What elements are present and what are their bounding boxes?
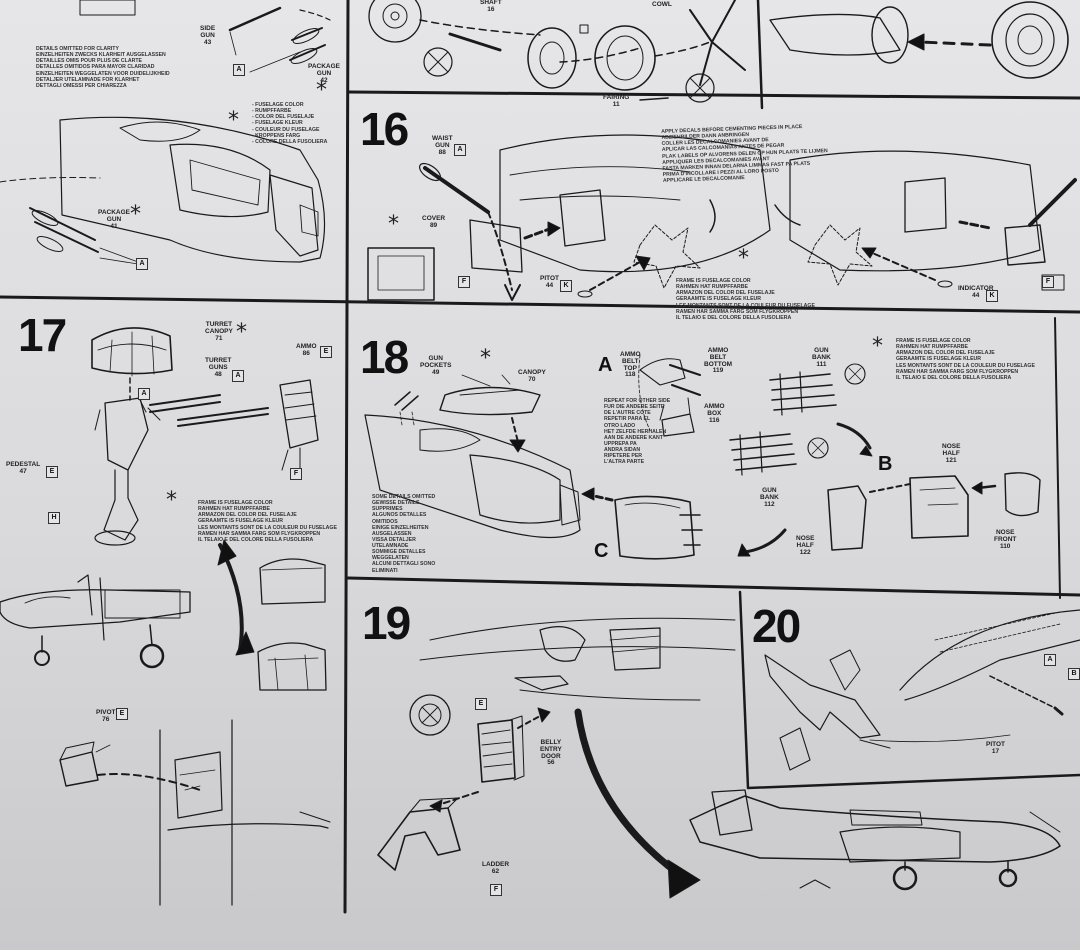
parts-tree-box-a: A (138, 388, 150, 400)
parts-tree-box-k: K (986, 290, 998, 302)
part-label-pitot-17: PITOT 17 (986, 741, 1006, 755)
note-fuselage-color: - FUSELAGE COLOR - RUMPFFARBE - COLOR DE… (252, 102, 328, 145)
part-label-turret-canopy: TURRET CANOPY 71 (205, 321, 233, 342)
note-frame-color-17: FRAME IS FUSELAGE COLOR RAHMEN HAT RUMPF… (198, 500, 337, 543)
parts-tree-box-a: A (233, 64, 245, 76)
step-number-19: 19 (362, 597, 411, 649)
parts-tree-box-a: A (454, 144, 466, 156)
parts-tree-box-f: F (458, 276, 470, 288)
parts-tree-box-f: F (290, 468, 302, 480)
step-number-20: 20 (752, 600, 801, 652)
part-label-pedestal: PEDESTAL 47 (6, 461, 41, 475)
part-label-ammo-box: AMMO BOX 116 (704, 403, 725, 424)
part-label-gun-bank-112: GUN BANK 112 (760, 487, 779, 508)
part-label-canopy-70: CANOPY 70 (518, 369, 546, 383)
part-label-fairing: FAIRING 11 (603, 94, 630, 108)
parts-tree-box-e: E (46, 466, 58, 478)
note-some-details-omitted: SOME DETAILS OMITTED GEWISSE DETAILS SUP… (372, 494, 436, 574)
part-label-ammo-belt-top: AMMO BELT TOP 118 (620, 351, 641, 379)
parts-tree-box-f: F (1042, 276, 1054, 288)
parts-tree-box-k: K (560, 280, 572, 292)
part-label-indicator: INDICATOR 44 (958, 285, 994, 299)
parts-tree-box-e: E (475, 698, 487, 710)
part-label-nose-front: NOSE FRONT 110 (994, 529, 1017, 550)
part-label-package-gun-42: PACKAGE GUN 42 (308, 63, 341, 84)
asterisk-package-gun-41: * (130, 202, 141, 227)
parts-tree-box-b: B (1068, 668, 1080, 680)
step-number-16: 16 (360, 103, 409, 155)
note-repeat-other-side: REPEAT FOR OTHER SIDE FUR DIE ANDERE SEI… (604, 398, 671, 466)
part-label-ammo-86: AMMO 86 (296, 343, 317, 357)
part-label-side-gun: SIDE GUN 43 (200, 25, 216, 46)
sub-assembly-b-marker: B (878, 453, 893, 475)
asterisk-step16: * (738, 246, 749, 271)
asterisk-step18: * (872, 334, 883, 359)
parts-tree-box-e: E (116, 708, 128, 720)
sub-assembly-a-marker: A (598, 354, 613, 376)
part-label-ammo-belt-bottom: AMMO BELT BOTTOM 119 (704, 347, 733, 375)
asterisk-fuselage-color: * (228, 108, 239, 133)
part-label-waist-gun: WAIST GUN 88 (432, 135, 453, 156)
asterisk-package-gun: * (316, 78, 327, 103)
note-frame-color-18: FRAME IS FUSELAGE COLOR RAHMEN HAT RUMPF… (896, 338, 1035, 381)
part-label-cover: COVER 89 (422, 215, 446, 229)
part-label-nose-half-121: NOSE HALF 121 (942, 443, 961, 464)
part-label-pitot-44: PITOT 44 (540, 275, 560, 289)
parts-tree-box-e: E (320, 346, 332, 358)
step-number-18: 18 (360, 331, 409, 383)
part-label-turret-guns: TURRET GUNS 48 (205, 357, 232, 378)
note-apply-decals: APPLY DECALS BEFORE CEMENTING PIECES IN … (661, 123, 828, 184)
note-frame-color-16: FRAME IS FUSELAGE COLOR RAHMEN HAT RUMPF… (676, 278, 815, 321)
part-label-belly-entry-door: BELLY ENTRY DOOR 56 (540, 739, 562, 767)
parts-tree-box-f: F (490, 884, 502, 896)
step-number-17: 17 (18, 309, 67, 361)
part-label-shaft: SHAFT 16 (480, 0, 502, 13)
asterisk-canopy: * (480, 346, 491, 371)
asterisk-turret-canopy: * (236, 320, 247, 345)
part-label-nose-half-122: NOSE HALF 122 (796, 535, 815, 556)
note-details-omitted: DETAILS OMITTED FOR CLARITY EINZELHEITEN… (36, 46, 170, 89)
part-label-cowl: COWL (652, 1, 672, 8)
parts-tree-box-a: A (136, 258, 148, 270)
part-label-ladder: LADDER 62 (482, 861, 510, 875)
asterisk-cover: * (388, 212, 399, 237)
part-label-gun-bank-111: GUN BANK 111 (812, 347, 831, 368)
sub-assembly-c-marker: C (594, 540, 609, 562)
parts-tree-box-a: A (1044, 654, 1056, 666)
parts-tree-box-h: H (48, 512, 60, 524)
part-label-pivot: PIVOT 76 (96, 709, 116, 723)
parts-tree-box-a: A (232, 370, 244, 382)
part-label-gun-pockets: GUN POCKETS 49 (420, 355, 452, 376)
asterisk-frame-color: * (166, 488, 177, 513)
part-label-package-gun-41: PACKAGE GUN 41 (98, 209, 131, 230)
